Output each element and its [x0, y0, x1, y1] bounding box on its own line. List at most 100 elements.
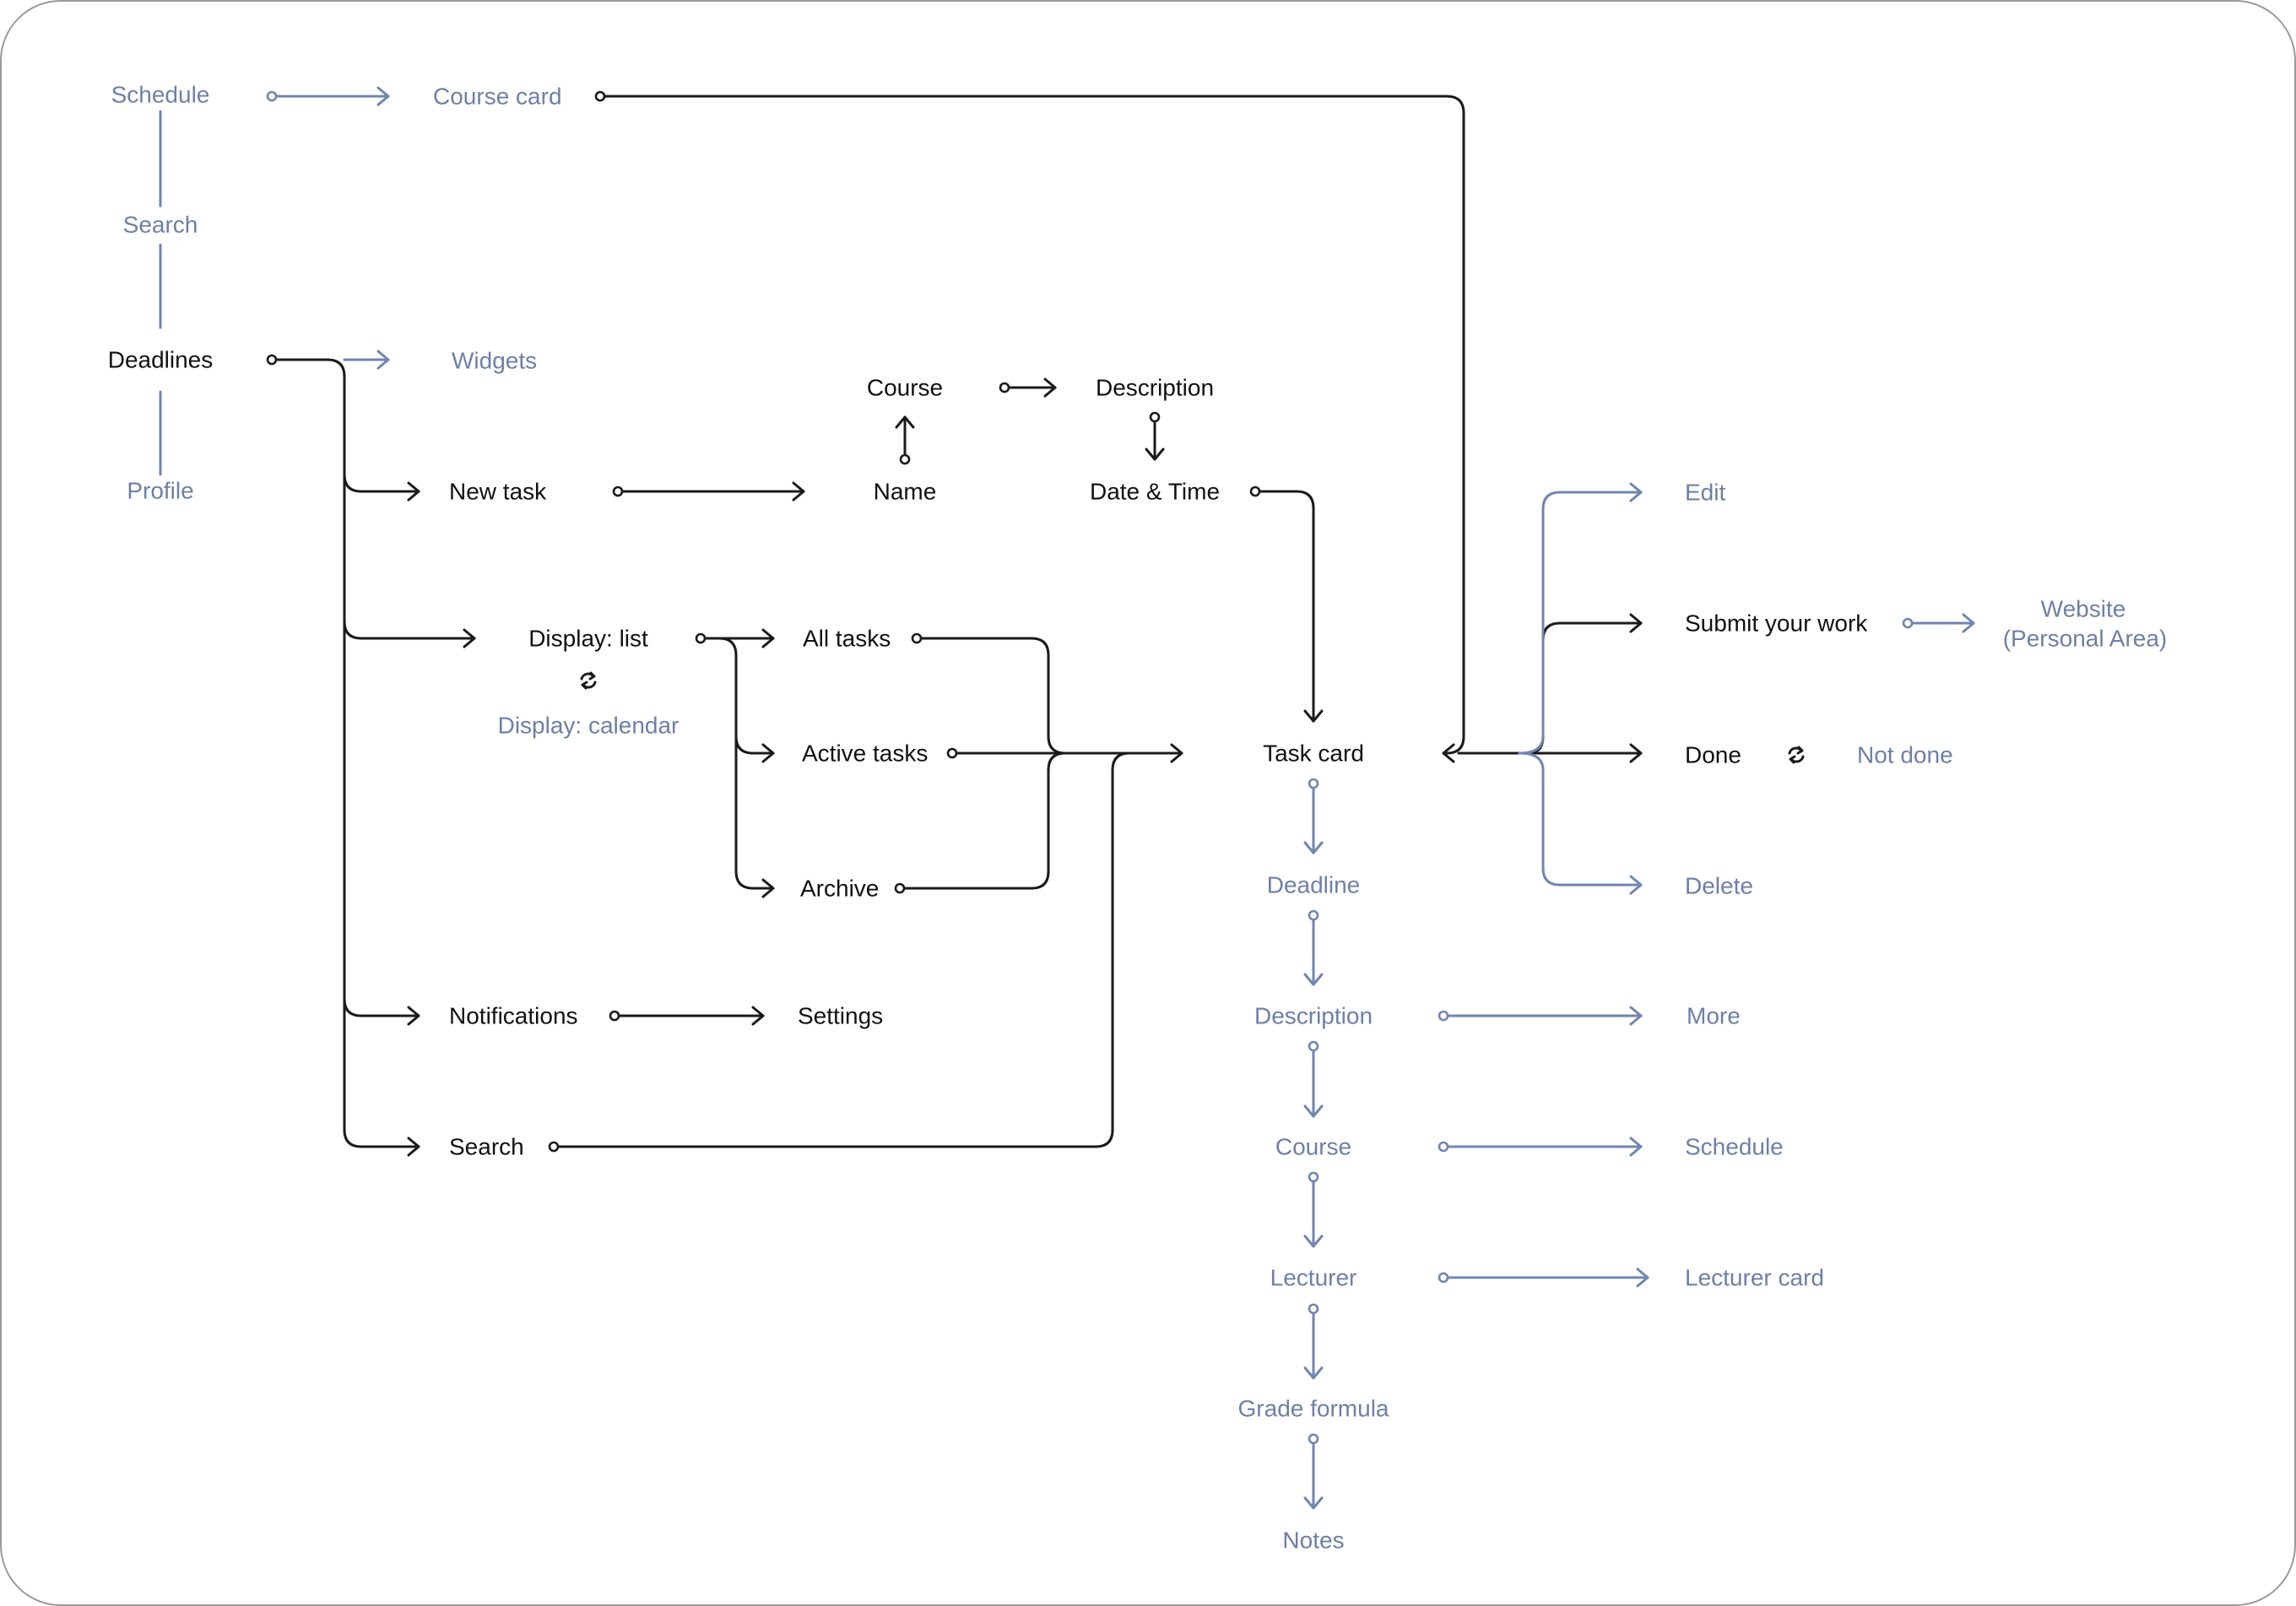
- connector-dot: [999, 382, 1010, 393]
- arrowhead: [1303, 1234, 1324, 1248]
- connector-dot: [1438, 1141, 1449, 1153]
- node-archive: Archive: [800, 876, 879, 902]
- connector-dot: [266, 90, 278, 102]
- node-more: More: [1687, 1003, 1741, 1029]
- arrowhead: [1629, 1137, 1643, 1157]
- connector-dot: [609, 1010, 620, 1022]
- arrowhead: [1303, 841, 1324, 855]
- connector-dot: [695, 632, 707, 644]
- connector-dot: [1308, 778, 1319, 789]
- arrowhead: [1629, 743, 1643, 763]
- node-task-card: Task card: [1263, 741, 1364, 767]
- edge-trunk-newtask: [343, 473, 420, 493]
- edge-trunk-notifications: [343, 997, 420, 1017]
- arrowhead: [895, 415, 915, 429]
- edge-alltasks-merge: [915, 637, 1067, 755]
- arrowhead: [751, 1006, 765, 1026]
- light-connectors: [159, 95, 1975, 1510]
- connector-dot: [1149, 411, 1161, 423]
- edge-datetime-taskcard: [1254, 490, 1315, 723]
- connector-dot: [1438, 1272, 1449, 1283]
- arrowhead: [407, 1006, 420, 1026]
- node-course-detail: Course: [1275, 1134, 1351, 1160]
- arrowhead: [761, 628, 775, 648]
- arrowhead: [1962, 613, 1975, 633]
- connector-dot: [1308, 1040, 1319, 1052]
- connector-dot: [1438, 1010, 1449, 1022]
- node-grade-formula: Grade formula: [1238, 1396, 1389, 1422]
- connector-dot: [548, 1141, 560, 1153]
- refresh-icon: [1788, 746, 1805, 764]
- edge-search-taskcard: [552, 751, 1131, 1148]
- arrowhead: [761, 743, 775, 763]
- arrowhead: [1303, 1104, 1324, 1118]
- node-date-time: Date & Time: [1090, 479, 1220, 505]
- node-search-main: Search: [449, 1134, 524, 1160]
- edge-branch-active: [734, 735, 775, 755]
- edge-archive-merge: [898, 751, 1067, 890]
- node-labels: Schedule Search Deadlines Profile Course…: [108, 82, 2168, 1554]
- connector-dot: [1249, 486, 1261, 497]
- arrowhead: [1170, 743, 1183, 763]
- node-done: Done: [1685, 742, 1741, 768]
- arrowhead: [407, 1137, 420, 1157]
- arrowhead: [1629, 875, 1643, 895]
- edge-displaylist-branch: [718, 637, 775, 890]
- dark-connectors: [270, 95, 1643, 1148]
- edge-trunk-displaylist: [343, 620, 476, 640]
- arrowhead: [376, 86, 390, 106]
- connector-dot: [899, 453, 911, 465]
- connector-start-dots: [266, 90, 1914, 1445]
- node-all-tasks: All tasks: [803, 626, 891, 652]
- node-course-card: Course card: [433, 84, 562, 110]
- edge-taskcard-edit: [1518, 491, 1643, 755]
- arrowhead: [1636, 1267, 1649, 1288]
- arrowhead: [407, 481, 420, 502]
- arrowhead: [1442, 743, 1455, 763]
- node-not-done: Not done: [1857, 742, 1953, 768]
- connector-dot: [1308, 909, 1319, 921]
- connector-dot: [911, 632, 923, 644]
- edge-deadlines-trunk: [270, 358, 420, 1148]
- arrowhead: [1629, 482, 1643, 502]
- connector-dot: [612, 486, 624, 497]
- connector-dot: [594, 90, 606, 102]
- node-website: Website: [2041, 596, 2126, 622]
- edge-taskcard-submit: [1457, 621, 1643, 755]
- connector-dot: [1308, 1433, 1319, 1445]
- connector-dot: [946, 747, 958, 759]
- node-lecturer: Lecturer: [1270, 1265, 1357, 1291]
- edge-taskcard-delete: [1518, 751, 1643, 887]
- node-delete: Delete: [1685, 873, 1753, 899]
- arrowhead: [1145, 448, 1165, 461]
- node-course-form: Course: [867, 375, 943, 401]
- edge-coursecard-taskcard: [598, 95, 1465, 755]
- arrowhead: [1303, 1496, 1324, 1510]
- arrowhead: [761, 878, 775, 898]
- connector-dot: [1308, 1171, 1319, 1183]
- node-display-calendar: Display: calendar: [498, 713, 680, 739]
- node-edit: Edit: [1685, 480, 1725, 506]
- refresh-icon: [580, 671, 597, 690]
- arrowhead: [1303, 1366, 1324, 1380]
- node-description-form: Description: [1096, 375, 1214, 401]
- node-lecturer-card: Lecturer card: [1685, 1265, 1824, 1291]
- connector-dot: [894, 882, 906, 894]
- arrowhead: [1303, 709, 1324, 723]
- arrowhead: [1629, 613, 1643, 633]
- arrowhead: [376, 350, 390, 370]
- node-submit-work: Submit your work: [1685, 610, 1868, 637]
- node-settings: Settings: [798, 1003, 883, 1029]
- arrowhead: [463, 628, 476, 648]
- node-notes: Notes: [1282, 1527, 1344, 1554]
- node-name: Name: [874, 479, 937, 505]
- node-widgets: Widgets: [452, 348, 537, 374]
- arrowhead: [1043, 377, 1057, 398]
- node-search-top: Search: [123, 212, 198, 238]
- node-website-sub: (Personal Area): [2003, 626, 2168, 652]
- arrowhead: [792, 481, 805, 502]
- node-active-tasks: Active tasks: [802, 741, 928, 767]
- connector-dot: [1902, 617, 1914, 629]
